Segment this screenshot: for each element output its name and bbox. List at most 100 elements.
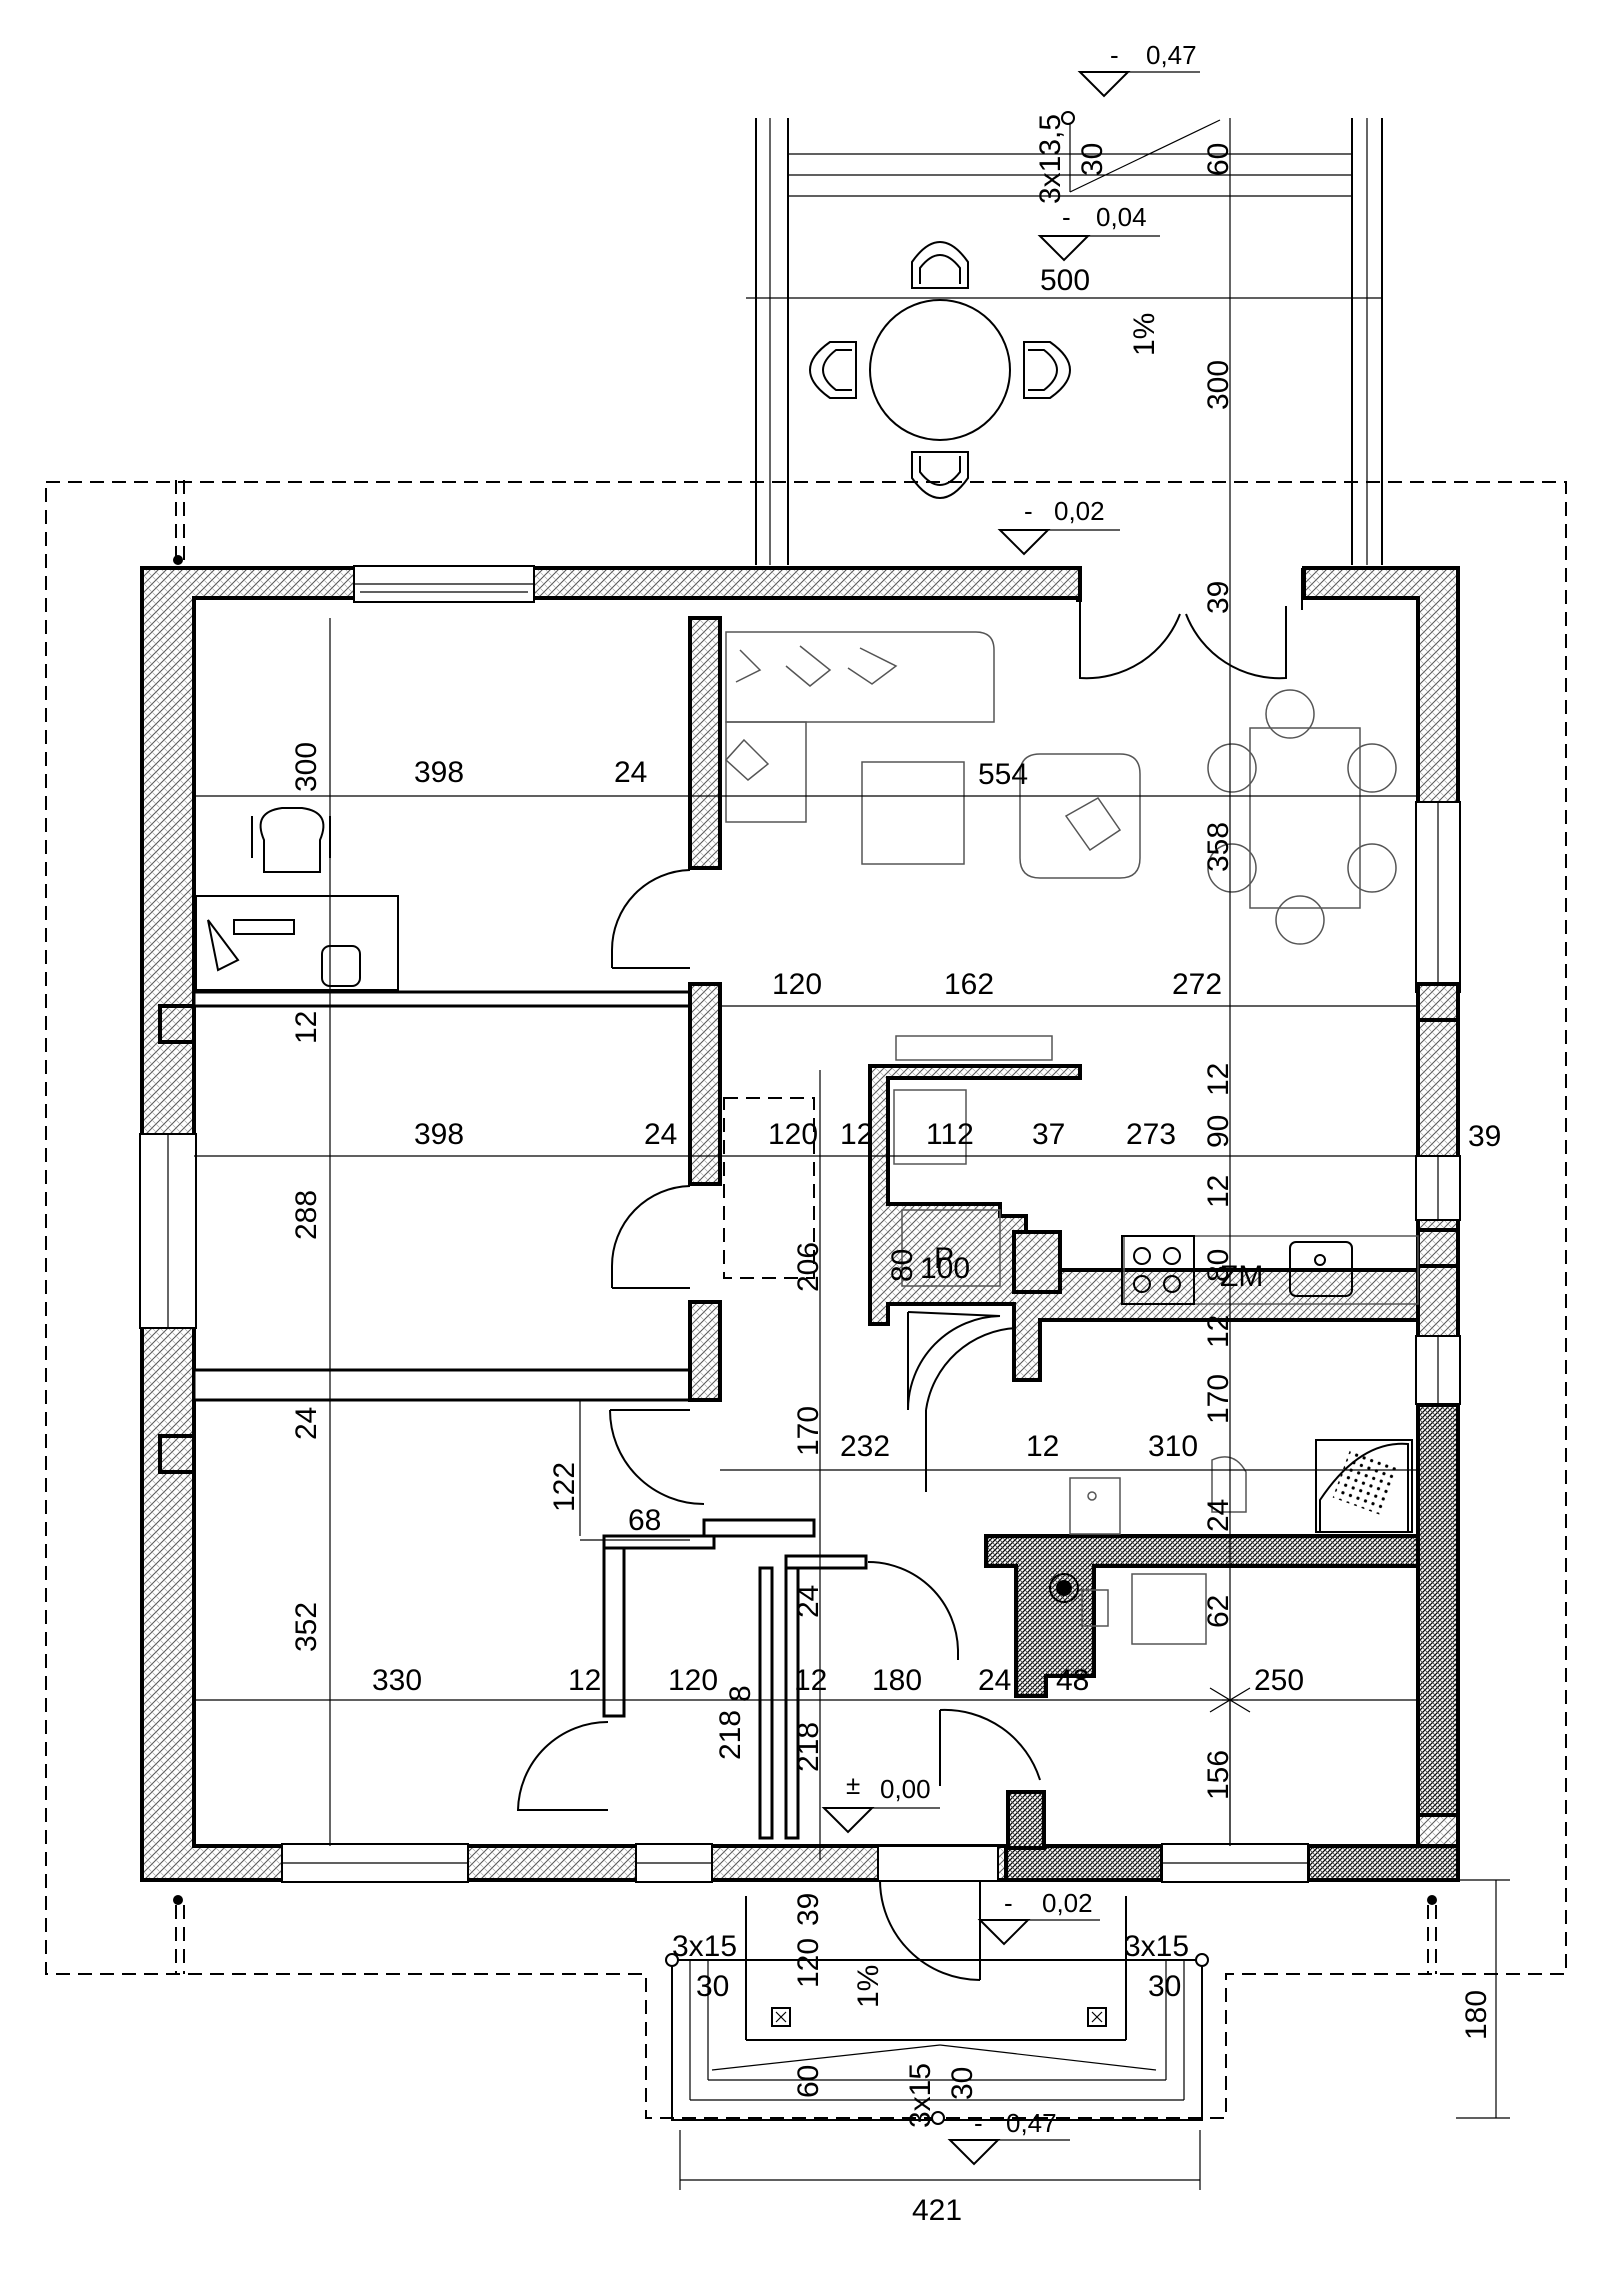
level-sign-1: - bbox=[1110, 40, 1119, 70]
level-floor-zero: 0,00 bbox=[880, 1774, 931, 1804]
dim-206: 206 bbox=[792, 1242, 825, 1292]
roof-outline bbox=[45, 480, 1567, 2119]
dim-80-b: 80 bbox=[1202, 1249, 1235, 1282]
dim-90: 90 bbox=[1202, 1115, 1235, 1148]
doors bbox=[516, 606, 1287, 1981]
dim-48: 48 bbox=[1056, 1664, 1089, 1697]
dim-12-f: 12 bbox=[568, 1664, 601, 1697]
meter-label: ZM bbox=[1220, 1260, 1263, 1293]
dim-24-f: 24 bbox=[978, 1664, 1011, 1697]
dim-30-terrace: 30 bbox=[1076, 143, 1109, 176]
dim-60-bottom: 60 bbox=[792, 2065, 825, 2098]
label-texts: 3x13,5 1% 1% 3x15 3x15 3x15 P ZM bbox=[672, 114, 1263, 2128]
dim-30-bottom: 30 bbox=[946, 2067, 979, 2100]
level-markers bbox=[821, 71, 1200, 2166]
terrace-stairs-label: 3x13,5 bbox=[1034, 114, 1067, 204]
dim-100: 100 bbox=[920, 1252, 970, 1285]
outer-walls bbox=[140, 566, 1460, 1882]
level-entrance: 0,02 bbox=[1042, 1888, 1093, 1918]
dim-8: 8 bbox=[724, 1685, 757, 1702]
stairs-right-label: 3x15 bbox=[1124, 1930, 1189, 1963]
furniture bbox=[195, 631, 1419, 1645]
stairs-left-label: 3x15 bbox=[672, 1930, 737, 1963]
step-markers bbox=[665, 111, 1209, 2125]
dimension-lines bbox=[194, 118, 1510, 2190]
dim-180: 180 bbox=[872, 1664, 922, 1697]
dim-12-e: 12 bbox=[1026, 1430, 1059, 1463]
dim-12-d: 12 bbox=[1202, 1175, 1235, 1208]
level-terrace-step: 0,04 bbox=[1096, 202, 1147, 232]
dim-112: 112 bbox=[926, 1118, 974, 1151]
dim-288: 288 bbox=[290, 1190, 323, 1240]
dim-60-terrace: 60 bbox=[1202, 143, 1235, 176]
dim-24-a: 24 bbox=[614, 756, 647, 789]
level-sign-pm: ± bbox=[846, 1770, 860, 1800]
boiler-label: P bbox=[934, 1242, 954, 1275]
dim-250: 250 bbox=[1254, 1664, 1304, 1697]
level-texts: - 0,47 - 0,04 - 0,02 ± 0,00 - 0,02 - 0,4… bbox=[846, 40, 1197, 2138]
dim-24-d: 24 bbox=[1202, 1499, 1235, 1532]
dim-272: 272 bbox=[1172, 968, 1222, 1001]
dim-500: 500 bbox=[1040, 264, 1090, 297]
sofa bbox=[724, 631, 1141, 879]
dim-37: 37 bbox=[1032, 1118, 1065, 1151]
terrace-table bbox=[809, 241, 1071, 499]
dim-30-right: 30 bbox=[1148, 1970, 1181, 2003]
dim-352: 352 bbox=[290, 1602, 323, 1652]
dim-300-a: 300 bbox=[290, 742, 323, 792]
level-terrace-top: 0,47 bbox=[1146, 40, 1197, 70]
dining-table bbox=[1207, 689, 1397, 945]
dim-24-b: 24 bbox=[644, 1118, 677, 1151]
dim-156: 156 bbox=[1202, 1750, 1235, 1800]
dim-12-e-v: 12 bbox=[1202, 1315, 1235, 1348]
level-entrance-bottom: 0,47 bbox=[1006, 2108, 1057, 2138]
dim-39-terrace: 39 bbox=[1202, 581, 1235, 614]
dim-62: 62 bbox=[1202, 1595, 1235, 1628]
dim-300-terrace: 300 bbox=[1202, 360, 1235, 410]
dim-232: 232 bbox=[840, 1430, 890, 1463]
level-terrace-floor: 0,02 bbox=[1054, 496, 1105, 526]
dim-39-right: 39 bbox=[1468, 1120, 1501, 1153]
dim-122: 122 bbox=[548, 1462, 581, 1512]
dim-39-entrance: 39 bbox=[792, 1893, 825, 1926]
dim-120-c: 120 bbox=[668, 1664, 718, 1697]
dim-120-b: 120 bbox=[768, 1118, 818, 1151]
level-sign-2: - bbox=[1062, 202, 1071, 232]
dim-398-b: 398 bbox=[414, 1118, 464, 1151]
dim-218-b: 218 bbox=[792, 1722, 825, 1772]
dim-218-a: 218 bbox=[714, 1710, 747, 1760]
dim-120-a: 120 bbox=[772, 968, 822, 1001]
interior-walls bbox=[192, 616, 1420, 1850]
dim-80-a: 80 bbox=[886, 1249, 919, 1282]
terrace-slope-label: 1% bbox=[1128, 313, 1161, 356]
dim-398-a: 398 bbox=[414, 756, 464, 789]
dim-12-a: 12 bbox=[290, 1011, 323, 1044]
entrance-steps bbox=[671, 1896, 1203, 2121]
dim-68: 68 bbox=[628, 1504, 661, 1537]
dim-170-b: 170 bbox=[1202, 1374, 1235, 1424]
kitchen-equipment bbox=[893, 1035, 1419, 1305]
dim-12-c-top: 12 bbox=[1202, 1063, 1235, 1096]
windows bbox=[139, 565, 1461, 1883]
dim-120-entrance: 120 bbox=[792, 1938, 825, 1988]
dim-358: 358 bbox=[1202, 822, 1235, 872]
dim-162: 162 bbox=[944, 968, 994, 1001]
dim-180-side: 180 bbox=[1460, 1990, 1493, 2040]
level-sign-5: - bbox=[974, 2108, 983, 2138]
dim-170-a: 170 bbox=[792, 1406, 825, 1456]
dim-273: 273 bbox=[1126, 1118, 1176, 1151]
dim-310: 310 bbox=[1148, 1430, 1198, 1463]
level-sign-4: - bbox=[1004, 1888, 1013, 1918]
dim-12-g: 12 bbox=[794, 1664, 827, 1697]
dim-30-left: 30 bbox=[696, 1970, 729, 2003]
dim-12-b: 12 bbox=[840, 1118, 873, 1151]
bathroom-equipment bbox=[1049, 1439, 1413, 1645]
dimension-texts: 398 24 554 300 358 120 162 272 12 398 24… bbox=[290, 143, 1501, 2227]
dim-24-c: 24 bbox=[290, 1407, 323, 1440]
dim-554: 554 bbox=[978, 758, 1028, 791]
level-sign-3: - bbox=[1024, 496, 1033, 526]
dim-330: 330 bbox=[372, 1664, 422, 1697]
dim-24-e: 24 bbox=[792, 1585, 825, 1618]
dim-421: 421 bbox=[912, 2194, 962, 2227]
